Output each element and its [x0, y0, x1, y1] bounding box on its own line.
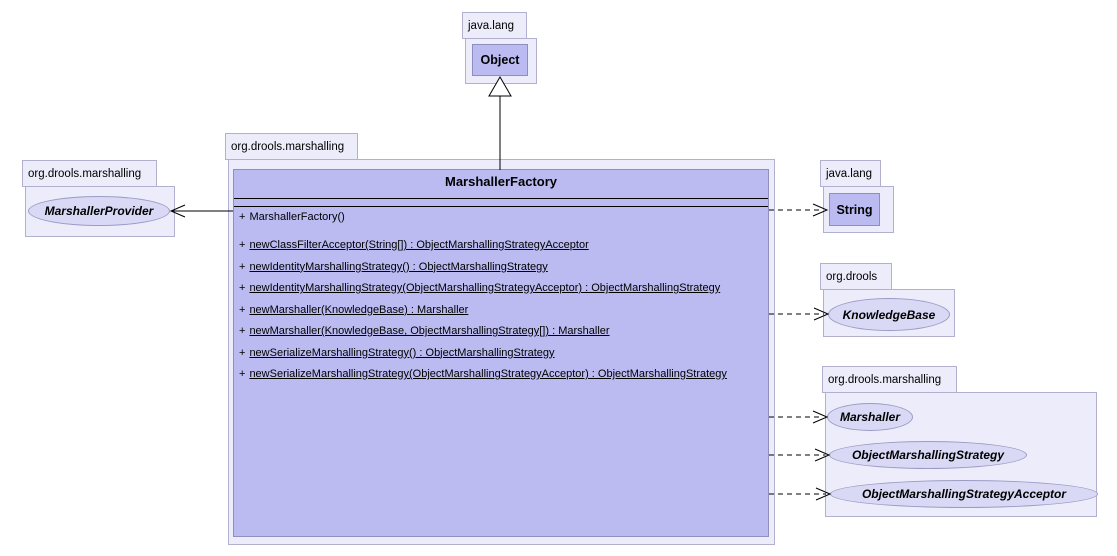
visibility-symbol: +: [239, 346, 246, 359]
constructor-row: + MarshallerFactory(): [239, 211, 766, 223]
package-tab-marshalling-interfaces: org.drools.marshalling: [822, 366, 957, 393]
dependency-arrow-to-marshaller: [769, 410, 829, 424]
method-row: + newIdentityMarshallingStrategy(ObjectM…: [239, 282, 766, 294]
method-signature: newSerializeMarshallingStrategy() : Obje…: [249, 346, 555, 359]
method-signature: newSerializeMarshallingStrategy(ObjectMa…: [249, 368, 727, 380]
class-node-string[interactable]: String: [829, 193, 880, 226]
method-row: + newSerializeMarshallingStrategy() : Ob…: [239, 347, 766, 359]
method-signature: newMarshaller(KnowledgeBase, ObjectMarsh…: [249, 325, 610, 337]
dependency-arrow-to-knowledgebase: [769, 307, 830, 321]
package-tab-java-lang-string: java.lang: [820, 160, 881, 187]
association-arrow-to-marshallerprovider: [169, 204, 233, 218]
generalization-arrow-to-object: [488, 76, 512, 170]
package-tab-java-lang-object: java.lang: [462, 12, 527, 39]
visibility-symbol: +: [239, 239, 246, 251]
class-node-marshallerfactory[interactable]: MarshallerFactory + MarshallerFactory() …: [233, 169, 769, 537]
interface-node-objectmarshallingstrategy[interactable]: ObjectMarshallingStrategy: [829, 441, 1027, 469]
method-signature: newIdentityMarshallingStrategy(ObjectMar…: [249, 282, 721, 294]
class-title: MarshallerFactory: [445, 174, 557, 189]
package-tab-org-drools: org.drools: [820, 263, 892, 290]
dependency-arrow-to-objectmarshallingstrategyacceptor: [769, 487, 832, 501]
method-row: + newMarshaller(KnowledgeBase, ObjectMar…: [239, 325, 766, 337]
interface-node-marshallerprovider[interactable]: MarshallerProvider: [28, 196, 170, 226]
method-signature: newMarshaller(KnowledgeBase) : Marshalle…: [249, 303, 469, 316]
method-row: + newClassFilterAcceptor(String[]) : Obj…: [239, 239, 766, 251]
method-row: + newMarshaller(KnowledgeBase) : Marshal…: [239, 304, 766, 316]
method-signature: newIdentityMarshallingStrategy() : Objec…: [249, 260, 548, 273]
visibility-symbol: +: [239, 368, 246, 380]
constructor-signature: MarshallerFactory(): [249, 211, 345, 223]
visibility-symbol: +: [239, 211, 246, 223]
package-tab-marshalling-main: org.drools.marshalling: [225, 133, 358, 160]
compartment-separator: [234, 206, 768, 207]
class-node-object[interactable]: Object: [472, 44, 528, 76]
visibility-symbol: +: [239, 303, 246, 316]
dependency-arrow-to-string: [769, 203, 829, 217]
package-tab-marshalling-provider: org.drools.marshalling: [22, 160, 157, 187]
method-row: + newIdentityMarshallingStrategy() : Obj…: [239, 261, 766, 273]
interface-node-objectmarshallingstrategyacceptor[interactable]: ObjectMarshallingStrategyAcceptor: [830, 480, 1098, 508]
compartment-separator: [234, 198, 768, 199]
method-signature: newClassFilterAcceptor(String[]) : Objec…: [249, 239, 589, 251]
interface-node-knowledgebase[interactable]: KnowledgeBase: [828, 298, 950, 331]
visibility-symbol: +: [239, 260, 246, 273]
method-row: + newSerializeMarshallingStrategy(Object…: [239, 368, 766, 380]
dependency-arrow-to-objectmarshallingstrategy: [769, 448, 831, 462]
visibility-symbol: +: [239, 282, 246, 294]
visibility-symbol: +: [239, 325, 246, 337]
interface-node-marshaller[interactable]: Marshaller: [827, 403, 913, 431]
